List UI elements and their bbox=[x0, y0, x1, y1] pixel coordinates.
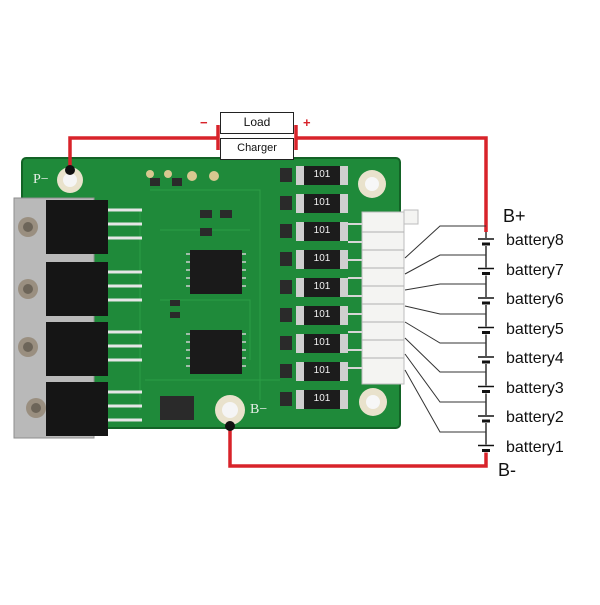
charger-label: Charger bbox=[237, 142, 277, 154]
b-minus-dot bbox=[225, 421, 235, 431]
battery-gap bbox=[476, 444, 496, 453]
resistor-code: 101 bbox=[313, 225, 331, 236]
p-minus-board-label: P− bbox=[33, 172, 49, 187]
battery-gap bbox=[476, 356, 496, 364]
b-plus-label: B+ bbox=[503, 206, 526, 226]
resistor-code: 101 bbox=[313, 337, 331, 348]
battery-gap bbox=[476, 267, 496, 276]
resistor: 101 bbox=[296, 362, 348, 381]
resistor-code: 101 bbox=[313, 253, 331, 264]
balance-leads bbox=[404, 225, 486, 433]
p-minus-dot bbox=[65, 165, 75, 175]
resistor: 101 bbox=[296, 222, 348, 241]
plus-symbol: + bbox=[303, 115, 311, 130]
resistor: 101 bbox=[296, 194, 348, 213]
battery-label: battery7 bbox=[506, 261, 564, 279]
mosfet-heatsinks bbox=[13, 197, 142, 439]
battery-label: battery5 bbox=[506, 320, 564, 338]
battery-label: battery3 bbox=[506, 379, 564, 397]
battery-gap bbox=[476, 297, 496, 305]
minus-symbol: − bbox=[200, 115, 208, 130]
battery-label: battery8 bbox=[506, 232, 564, 249]
charger-box: Charger bbox=[220, 138, 294, 160]
battery-label: battery2 bbox=[506, 409, 564, 426]
resistor: 101 bbox=[296, 250, 348, 269]
ic-chips bbox=[146, 170, 246, 420]
red-wires bbox=[68, 125, 488, 468]
b-minus-label: B- bbox=[498, 460, 516, 480]
battery-label: battery1 bbox=[506, 438, 564, 456]
resistor: 101 bbox=[296, 306, 348, 325]
balance-connector bbox=[348, 209, 419, 385]
battery-label: battery4 bbox=[506, 350, 564, 367]
battery-label: battery6 bbox=[506, 291, 564, 308]
resistor-code: 101 bbox=[313, 197, 331, 208]
resistor: 101 bbox=[296, 166, 348, 185]
resistor: 101 bbox=[296, 390, 348, 409]
battery-gap bbox=[476, 326, 496, 335]
battery-gap bbox=[476, 238, 496, 246]
b-minus-board-label: B− bbox=[250, 402, 268, 417]
resistor-caps bbox=[280, 168, 292, 406]
terminals bbox=[57, 167, 245, 425]
battery-gap bbox=[476, 415, 496, 423]
resistor-code: 101 bbox=[313, 281, 331, 292]
load-label: Load bbox=[243, 115, 271, 129]
resistor-code: 101 bbox=[313, 309, 331, 320]
load-box: Load bbox=[220, 112, 294, 134]
resistor: 101 bbox=[296, 278, 348, 297]
resistor-code: 101 bbox=[313, 365, 331, 376]
resistor-code: 101 bbox=[313, 169, 331, 180]
battery-stack bbox=[476, 232, 496, 453]
battery-gap bbox=[476, 385, 496, 394]
resistor-code: 101 bbox=[313, 393, 331, 404]
resistor: 101 bbox=[296, 334, 348, 353]
